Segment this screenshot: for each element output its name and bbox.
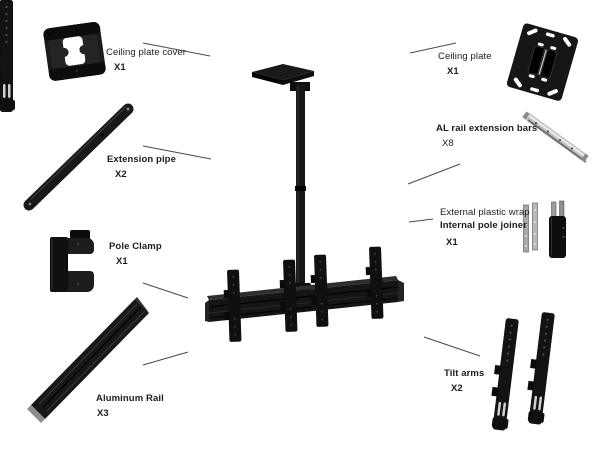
qty-extension-pipe: X2 [115, 169, 127, 180]
leader-pole-clamp [142, 282, 189, 299]
leader-al-rail-extension-bars [407, 163, 461, 185]
leader-ceiling-plate-cover [142, 42, 211, 57]
leader-ceiling-plate [409, 42, 457, 54]
leader-lines [142, 42, 481, 366]
qty-al-rail-extension-bars: X8 [442, 138, 454, 149]
label-tilt-arms: Tilt arms [444, 368, 485, 379]
al-rail-extension-bar-illustration [522, 111, 589, 163]
leader-extension-pipe [142, 145, 212, 160]
qty-pole-clamp: X1 [116, 256, 128, 267]
pole-joiner-illustration [523, 200, 566, 258]
qty-pole-joiner: X1 [446, 237, 458, 248]
label-ceiling-plate-cover: Ceiling plate cover [106, 47, 187, 58]
label-internal-pole-joiner: Internal pole joiner [440, 220, 527, 231]
label-pole-clamp: Pole Clamp [109, 241, 162, 252]
qty-ceiling-plate: X1 [447, 66, 459, 77]
ceiling-plate-cover-illustration [43, 21, 106, 81]
label-aluminum-rail: Aluminum Rail [96, 393, 164, 404]
label-ceiling-plate: Ceiling plate [438, 51, 492, 62]
label-extension-pipe: Extension pipe [107, 154, 176, 165]
extension-pipe-illustration [23, 103, 134, 211]
tilt-arm-illustration [0, 0, 15, 112]
qty-ceiling-plate-cover: X1 [114, 62, 126, 73]
leader-aluminum-rail [142, 351, 189, 366]
label-external-plastic-wrap: External plastic wrap [440, 207, 530, 218]
leader-pole-joiner [408, 218, 434, 223]
pole-clamp-illustration [50, 230, 94, 292]
qty-aluminum-rail: X3 [97, 408, 109, 419]
leader-tilt-arms [423, 336, 481, 357]
ceiling-plate-illustration [506, 23, 579, 101]
aluminum-rail-illustration [27, 297, 149, 423]
assembled-mount-illustration [0, 0, 404, 343]
qty-tilt-arms: X2 [451, 383, 463, 394]
label-al-rail-extension-bars: AL rail extension bars [436, 123, 538, 134]
